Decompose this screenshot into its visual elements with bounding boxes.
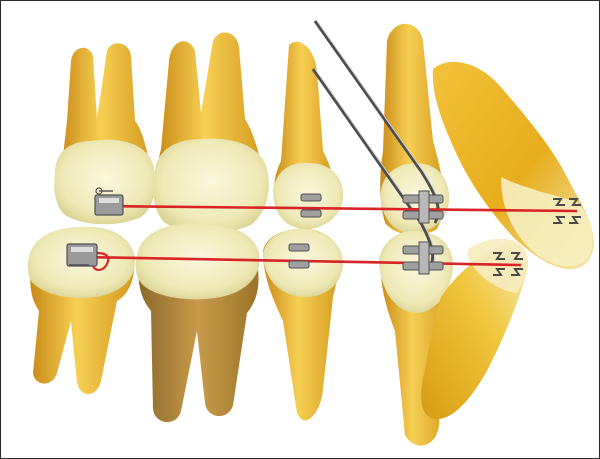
lower-molar-2 (136, 223, 260, 422)
lower-molar-tube (67, 244, 97, 266)
lower-premolar (263, 229, 343, 421)
upper-incisor (433, 62, 594, 269)
upper-molar-2 (153, 32, 269, 233)
